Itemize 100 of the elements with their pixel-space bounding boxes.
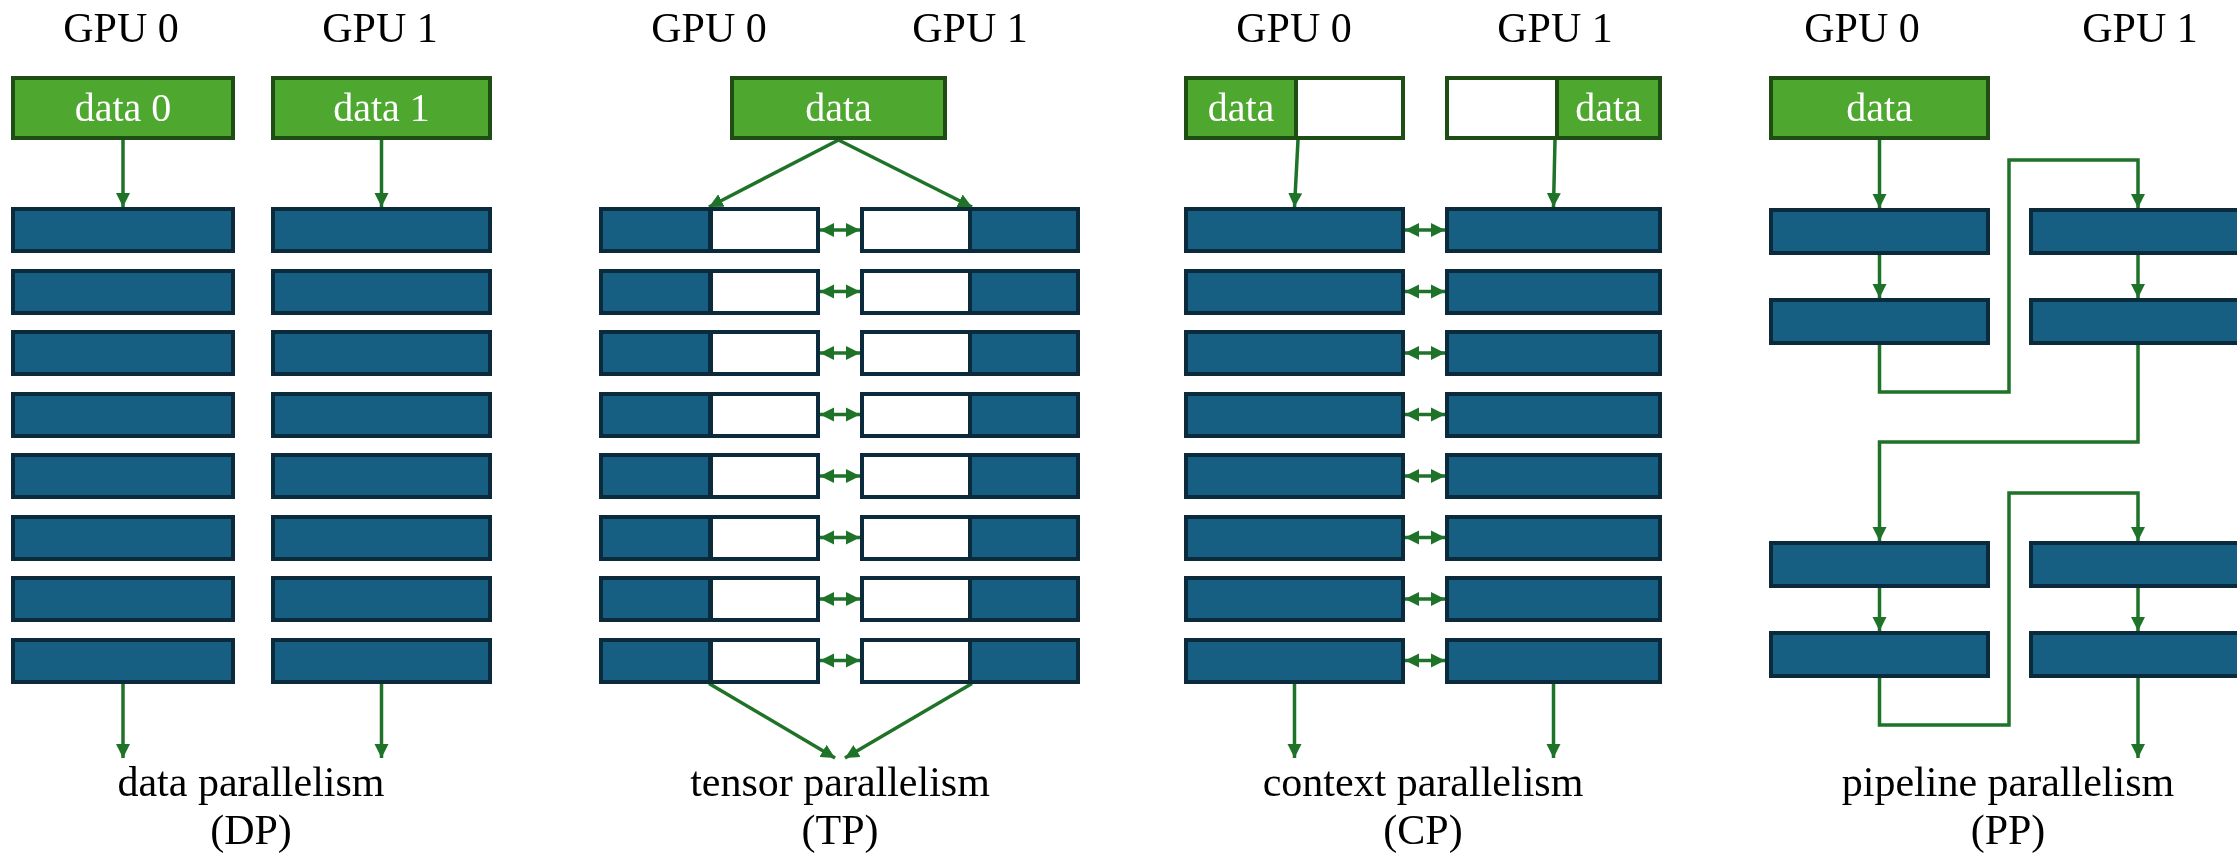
double-arrow <box>1405 407 1445 422</box>
layer-bar <box>1769 541 1990 588</box>
box-label: data <box>1575 88 1642 128</box>
box-label: data <box>1846 88 1913 128</box>
double-arrow <box>820 653 860 668</box>
layer-bar <box>1445 207 1662 253</box>
layer-bar <box>11 637 235 684</box>
caption: pipeline parallelism (PP) <box>1823 758 2193 854</box>
double-arrow <box>1405 223 1445 237</box>
layer-bar <box>1184 391 1405 438</box>
layer-bar <box>271 330 492 376</box>
arrow <box>1877 491 2145 727</box>
arrow <box>837 138 973 209</box>
layer-bar <box>271 514 492 561</box>
gpu-label: GPU 1 <box>322 4 438 52</box>
data-box <box>1769 76 1990 140</box>
arrow <box>1546 139 1561 208</box>
arrow <box>1872 588 1887 631</box>
layer-bar <box>2029 208 2237 255</box>
layer-bar <box>1445 637 1662 684</box>
arrow <box>1546 683 1561 758</box>
double-arrow <box>820 530 860 545</box>
gpu-label: GPU 0 <box>1236 4 1352 52</box>
arrow <box>374 683 389 758</box>
gpu-label: GPU 0 <box>63 4 179 52</box>
arrow <box>844 682 973 760</box>
double-arrow <box>1405 530 1445 545</box>
double-arrow <box>820 223 860 237</box>
layer-bar <box>599 391 712 438</box>
layer-bar <box>1445 330 1662 376</box>
arrow <box>116 683 130 758</box>
layer-bar <box>2029 541 2237 588</box>
box-label: data 1 <box>333 88 430 128</box>
layer-bar <box>599 268 712 315</box>
double-arrow <box>820 346 860 360</box>
data-box <box>271 76 492 140</box>
double-arrow <box>1405 592 1445 606</box>
layer-bar <box>1445 453 1662 499</box>
layer-bar <box>1184 453 1405 499</box>
arrow <box>2131 255 2145 298</box>
double-arrow <box>820 407 860 422</box>
double-arrow <box>1405 346 1445 360</box>
layer-bar <box>599 207 712 253</box>
double-arrow <box>820 469 860 483</box>
layer-bar <box>599 576 712 622</box>
arrow <box>374 140 389 207</box>
box-label: data <box>1207 88 1275 128</box>
layer-bar <box>599 514 712 561</box>
layer-bar <box>11 207 235 253</box>
layer-bar <box>1184 207 1405 253</box>
layer-bar <box>271 453 492 499</box>
layer-bar <box>599 637 712 684</box>
arrow <box>708 138 840 209</box>
layer-bar <box>599 330 712 376</box>
gpu-label: GPU 0 <box>651 4 767 52</box>
layer-bar <box>271 576 492 622</box>
gpu-label: GPU 1 <box>912 4 1028 52</box>
gpu-label: GPU 1 <box>2082 4 2198 52</box>
double-arrow <box>820 284 860 299</box>
data-box <box>11 76 235 140</box>
arrow <box>1288 139 1303 208</box>
box-label: data 0 <box>74 88 172 128</box>
caption: context parallelism (CP) <box>1248 758 1598 854</box>
layer-bar <box>1445 514 1662 561</box>
gpu-label: GPU 1 <box>1497 4 1613 52</box>
caption: data parallelism (DP) <box>101 758 401 854</box>
arrow <box>2131 678 2145 758</box>
layer-bar <box>1445 576 1662 622</box>
caption: tensor parallelism (TP) <box>675 758 1005 854</box>
layer-bar <box>1184 637 1405 684</box>
arrow <box>1872 345 2140 541</box>
gpu-label: GPU 0 <box>1804 4 1920 52</box>
layer-bar <box>1445 391 1662 438</box>
layer-bar <box>1769 208 1990 255</box>
layer-bar <box>1184 514 1405 561</box>
arrow <box>708 682 836 760</box>
arrow <box>1877 158 2145 394</box>
arrow <box>1872 140 1887 208</box>
box-label: data <box>805 88 872 128</box>
layer-bar <box>2029 298 2237 345</box>
data-box <box>730 76 947 140</box>
layer-bar <box>271 268 492 315</box>
double-arrow <box>1405 469 1445 483</box>
layer-bar <box>11 391 235 438</box>
layer-bar <box>11 330 235 376</box>
arrow <box>116 140 130 207</box>
layer-bar <box>1769 298 1990 345</box>
layer-bar <box>11 268 235 315</box>
layer-bar <box>11 453 235 499</box>
layer-bar <box>1184 576 1405 622</box>
layer-bar <box>11 576 235 622</box>
layer-bar <box>11 514 235 561</box>
layer-bar <box>1769 631 1990 678</box>
layer-bar <box>1184 268 1405 315</box>
double-arrow <box>820 592 860 606</box>
double-arrow <box>1405 284 1445 299</box>
layer-bar <box>2029 631 2237 678</box>
layer-bar <box>271 391 492 438</box>
arrow <box>1872 255 1887 298</box>
layer-bar <box>271 207 492 253</box>
